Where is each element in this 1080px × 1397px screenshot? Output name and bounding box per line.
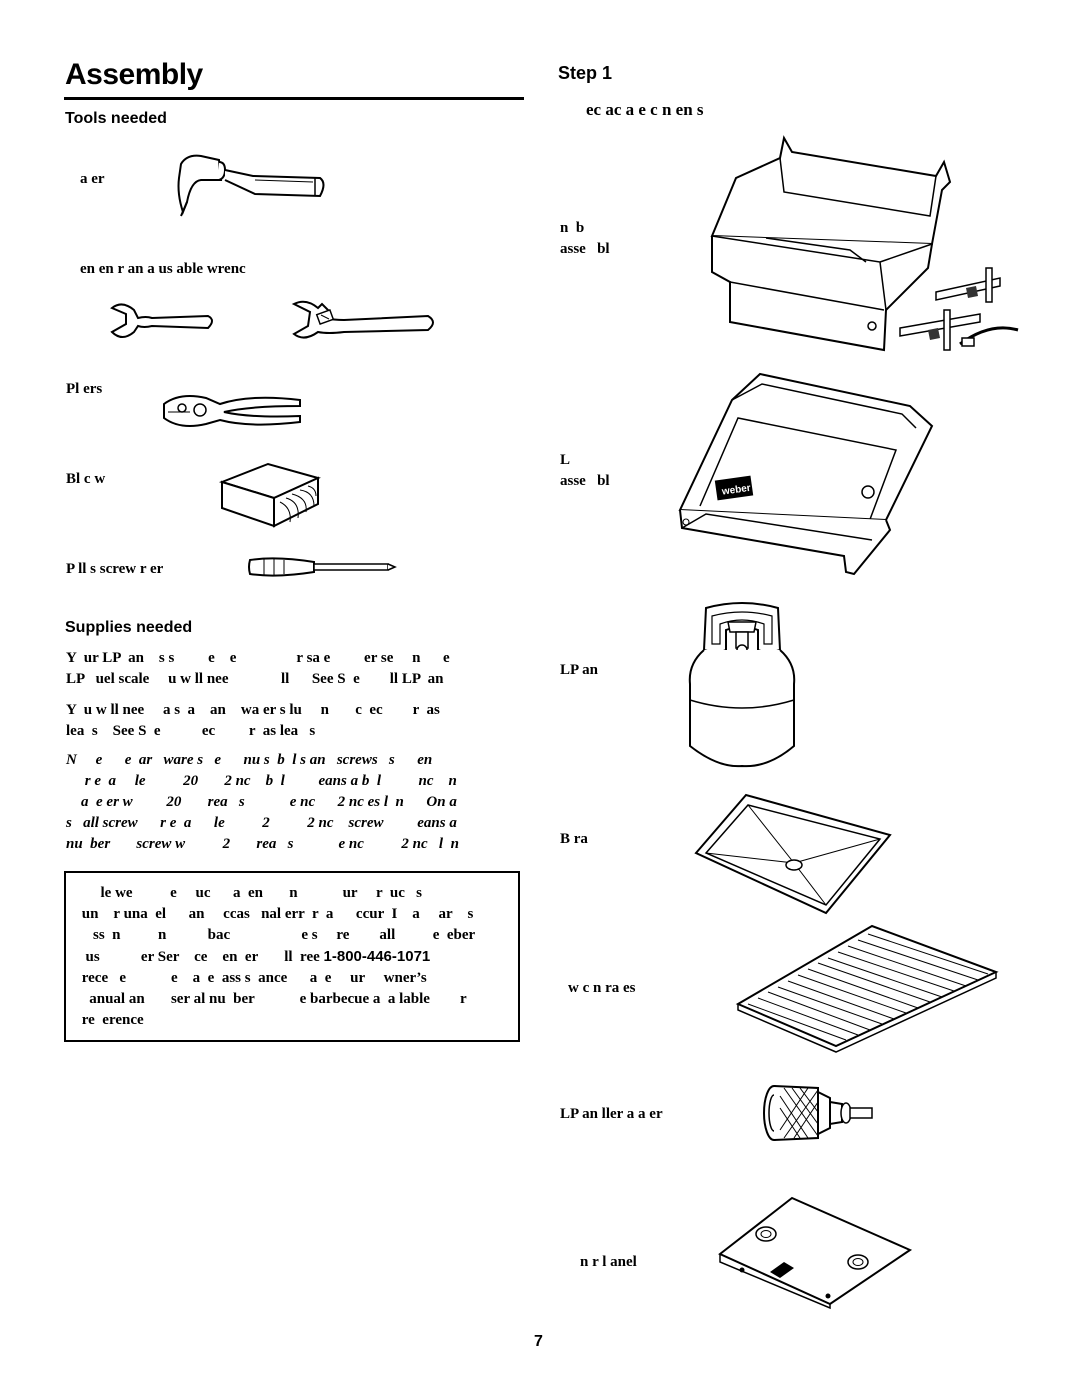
customer-service-notice: le we e uc a en n ur r uc s un r una el … bbox=[64, 871, 520, 1042]
step-subtitle: ec ac a e c n en s bbox=[586, 100, 704, 119]
notice-text-before: le we e uc a en n ur r uc s un r una el … bbox=[81, 885, 476, 965]
lp-tank-icon bbox=[688, 600, 796, 768]
supplies-heading: Supplies needed bbox=[65, 619, 193, 636]
wrench-icon bbox=[108, 302, 218, 338]
control-panel-icon bbox=[718, 1196, 912, 1308]
wood-block-icon bbox=[220, 462, 320, 528]
supplies-paragraph-2: Y u w ll nee a s a an wa er s lu n c ec … bbox=[66, 702, 440, 739]
component-label-bottom-tray: B ra bbox=[560, 831, 588, 847]
cooking-grates-icon bbox=[736, 924, 998, 1048]
component-label-filler-adapter: LP an ller a a er bbox=[560, 1106, 663, 1122]
customer-service-phone: 1-800-446-1071 bbox=[323, 948, 431, 965]
tool-label-wood-block: Bl c w bbox=[66, 471, 106, 487]
tool-label-pliers: Pl ers bbox=[66, 381, 103, 397]
page-number: 7 bbox=[534, 1333, 543, 1350]
step-title: Step 1 bbox=[558, 63, 613, 83]
component-label-cookbox: n b asse bl bbox=[560, 220, 610, 257]
tool-label-screwdriver: P ll s screw r er bbox=[66, 561, 164, 577]
component-label-cooking-grates: w c n ra es bbox=[568, 980, 636, 996]
cookbox-assembly-icon bbox=[700, 132, 1020, 370]
bottom-tray-icon bbox=[694, 793, 894, 915]
component-label-control-panel: n r l anel bbox=[580, 1254, 637, 1270]
supplies-paragraph-1: Y ur LP an s s e e r sa e er se n e LP u… bbox=[66, 650, 450, 687]
title-underline bbox=[64, 97, 524, 100]
notice-text-after: rece e e a e ass s ance a e ur wner’s an… bbox=[81, 970, 467, 1028]
tool-label-hammer: a er bbox=[80, 171, 105, 187]
lid-logo: weber bbox=[720, 483, 751, 498]
tools-heading: Tools needed bbox=[65, 110, 167, 127]
supplies-note: N e e ar ware s e nu s b l s an screws s… bbox=[66, 752, 459, 852]
component-label-lp-tank: LP an bbox=[560, 662, 598, 678]
tool-label-wrench: en en r an a us able wrenc bbox=[80, 261, 246, 277]
pliers-icon bbox=[160, 390, 305, 430]
lid-assembly-icon: weber bbox=[676, 370, 936, 580]
hammer-icon bbox=[175, 150, 330, 218]
page-title: Assembly bbox=[65, 58, 203, 91]
notice-text: le we e uc a en n ur r uc s un r una el … bbox=[78, 883, 475, 1031]
component-label-lid: L asse bl bbox=[560, 452, 610, 489]
screwdriver-icon bbox=[246, 554, 396, 580]
tank-filler-adapter-icon bbox=[760, 1080, 874, 1146]
adjustable-wrench-icon bbox=[288, 298, 438, 342]
